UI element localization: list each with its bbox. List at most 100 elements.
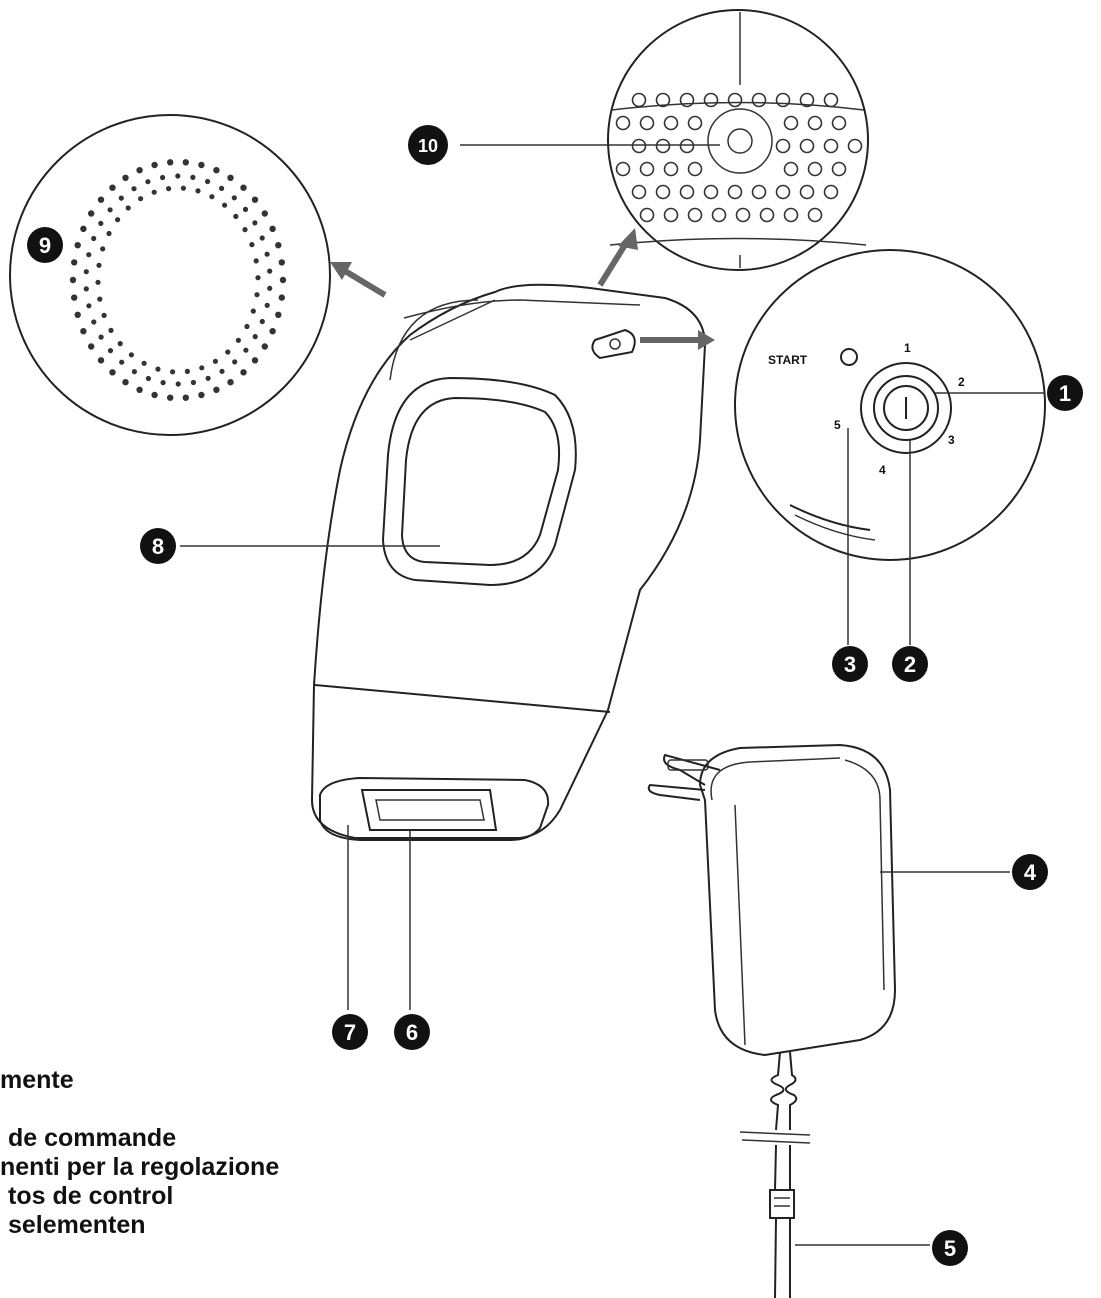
sensor-grid-hole: [727, 92, 743, 108]
start-label: START: [768, 353, 808, 367]
flash-ring-dot: [160, 380, 166, 386]
sensor-grid-hole: [639, 207, 655, 223]
flash-ring-dot: [170, 369, 176, 375]
flash-ring-dot: [108, 327, 114, 333]
flash-ring-dot: [199, 365, 205, 371]
flash-ring-dot: [261, 210, 268, 217]
flash-ring-dot: [254, 292, 260, 298]
flash-ring-dot: [227, 174, 234, 181]
handset: [310, 283, 707, 841]
flash-ring-dot: [251, 357, 259, 364]
flash-ring-dot: [109, 369, 116, 376]
sensor-grid-hole: [759, 207, 775, 223]
flash-ring-dot: [209, 194, 215, 200]
flash-ring-dot: [97, 357, 105, 364]
start-indicator-icon: [840, 348, 858, 366]
svg-text:9: 9: [39, 233, 51, 258]
legend-line-6: selementen: [8, 1211, 146, 1239]
dial-level-3: 3: [948, 433, 955, 447]
legend-line-2: [0, 1095, 420, 1124]
flash-ring-dot: [97, 196, 105, 203]
flash-ring-dot: [107, 207, 113, 213]
sensor-grid-hole: [631, 138, 647, 154]
flash-ring-dot: [83, 286, 89, 292]
sensor-grid-hole: [823, 138, 839, 154]
flash-ring-dot: [74, 242, 81, 249]
flash-ring-dot: [167, 159, 174, 166]
sensor-grid-hole: [663, 161, 679, 177]
legend-line-1: mente: [0, 1066, 74, 1094]
flash-ring-dot: [80, 225, 87, 232]
flash-ring-dot: [278, 294, 285, 301]
sensor-center: [727, 128, 753, 154]
svg-text:10: 10: [418, 136, 438, 156]
flash-ring-dot: [98, 334, 104, 340]
sensor-grid-hole: [823, 184, 839, 200]
sensor-grid-hole: [639, 161, 655, 177]
sensor-grid-hole: [775, 184, 791, 200]
flash-ring-dot: [213, 167, 220, 174]
flash-ring-dot: [231, 195, 237, 201]
flash-ring-dot: [166, 186, 172, 192]
svg-text:7: 7: [344, 1020, 356, 1045]
flash-ring-dot: [279, 276, 287, 284]
sensor-grid-hole: [799, 184, 815, 200]
flash-ring-dot: [275, 242, 282, 249]
flash-ring-dot: [97, 296, 103, 302]
flash-ring-dot: [227, 379, 234, 386]
flash-ring-dot: [86, 303, 92, 309]
flash-ring-dot: [131, 369, 137, 375]
sensor-ring: [707, 108, 773, 174]
control-button: [591, 328, 636, 360]
sensor-grid-hole: [711, 207, 727, 223]
svg-text:5: 5: [944, 1236, 956, 1261]
flash-ring-dot: [136, 386, 143, 393]
flash-ring-dot: [232, 359, 238, 365]
zoom-circle-flash-ring: [9, 114, 331, 436]
callout-4: 4: [1012, 854, 1048, 890]
callout-7: 7: [332, 1014, 368, 1050]
sensor-grid-hole: [783, 161, 799, 177]
flash-ring-dot: [269, 328, 276, 335]
flash-ring-dot: [264, 251, 270, 257]
flash-ring-dot: [252, 334, 258, 340]
flash-ring-dot: [240, 369, 247, 376]
sensor-grid-hole: [831, 115, 847, 131]
sensor-grid-hole: [687, 207, 703, 223]
flash-ring-dot: [69, 276, 77, 284]
flash-ring-dot: [219, 368, 225, 374]
flash-ring-dot: [107, 348, 114, 354]
flash-ring-dot: [243, 347, 249, 353]
flash-ring-dot: [117, 341, 123, 347]
leader-lines: [180, 144, 1045, 1246]
sensor-grid-hole: [655, 92, 671, 108]
flash-ring-dot: [131, 186, 137, 192]
callout-2: 2: [892, 646, 928, 682]
flash-ring-dot: [74, 311, 81, 318]
flash-ring-dot: [205, 375, 211, 381]
sensor-grid-hole: [687, 115, 703, 131]
flash-ring-dot: [275, 311, 282, 318]
sensor-grid-hole: [831, 161, 847, 177]
flash-ring-dot: [80, 328, 87, 335]
flash-ring-dot: [122, 174, 129, 181]
sensor-grid-hole: [615, 115, 631, 131]
legend-line-5: tos de control: [8, 1182, 174, 1210]
flash-ring-dot: [175, 381, 181, 387]
flash-ring-dot: [253, 258, 259, 264]
sensor-grid-hole: [663, 207, 679, 223]
flash-ring-dot: [138, 196, 144, 202]
flash-ring-dot: [128, 352, 134, 358]
flash-ring-dot: [91, 235, 97, 242]
sensor-grid-hole: [631, 92, 647, 108]
flash-ring-dot: [175, 173, 181, 179]
sensor-grid-hole: [639, 115, 655, 131]
flash-ring-dot: [141, 360, 147, 366]
sensor-grid-hole: [679, 184, 695, 200]
flash-ring-dot: [88, 210, 95, 217]
svg-text:4: 4: [1024, 860, 1037, 885]
callout-6: 6: [394, 1014, 430, 1050]
flash-ring-dot: [233, 213, 239, 219]
flash-ring-dot: [100, 246, 106, 252]
power-button-icon: [883, 385, 929, 431]
